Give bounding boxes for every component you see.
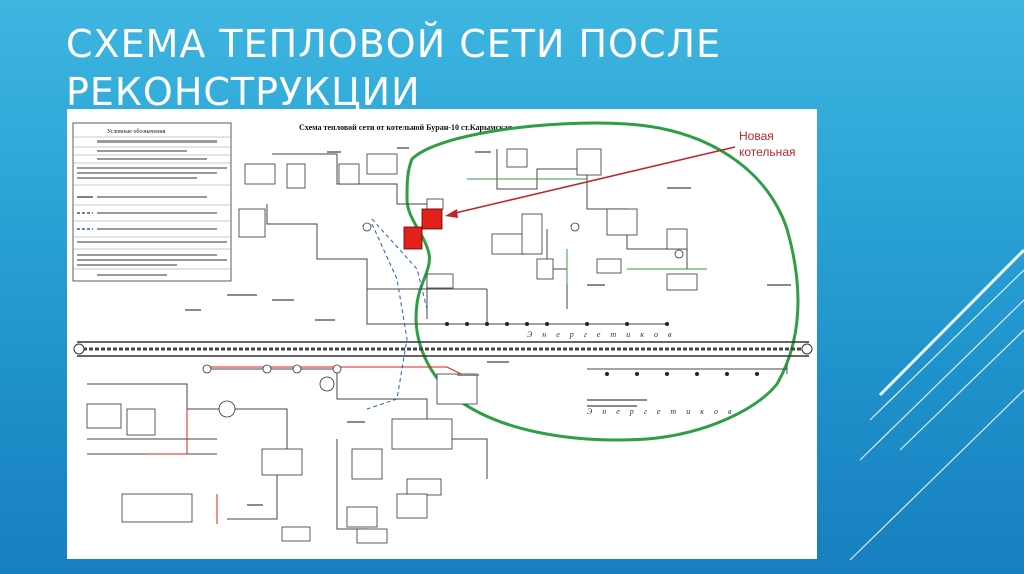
legend-title: Условные обозначения	[107, 128, 166, 135]
valves	[202, 222, 684, 418]
label-marks	[185, 147, 791, 506]
title-line-2: РЕКОНСТРУКЦИИ	[66, 70, 421, 114]
street-label-bottom: Э н е р г е т и к о в	[587, 407, 735, 416]
street-label-top: Э н е р г е т и к о в	[527, 330, 675, 339]
new-boiler-callout: Новая котельная	[739, 128, 795, 160]
green-pipeline	[467, 178, 707, 284]
title-line-1: СХЕМА ТЕПЛОВОЙ СЕТИ ПОСЛЕ	[66, 22, 722, 66]
new-boiler-arrow	[445, 146, 736, 218]
railway	[73, 341, 813, 357]
callout-line-1: Новая	[739, 129, 774, 143]
legend-box: Условные обозначения	[72, 122, 232, 282]
blue-dashed-pipeline	[366, 218, 428, 410]
slide-title: СХЕМА ТЕПЛОВОЙ СЕТИ ПОСЛЕ РЕКОНСТРУКЦИИ	[66, 20, 766, 116]
new-boiler-house	[403, 208, 443, 250]
diagram-canvas: Условные обозначения	[72, 121, 813, 544]
heat-network-diagram: Условные обозначения	[67, 109, 817, 559]
reconstruction-zone-outline	[405, 121, 800, 442]
distribution-nodes	[445, 322, 759, 376]
buildings	[86, 148, 698, 544]
callout-line-2: котельная	[739, 145, 796, 159]
diagram-title: Схема тепловой сети от котельной Буран-1…	[299, 123, 513, 132]
